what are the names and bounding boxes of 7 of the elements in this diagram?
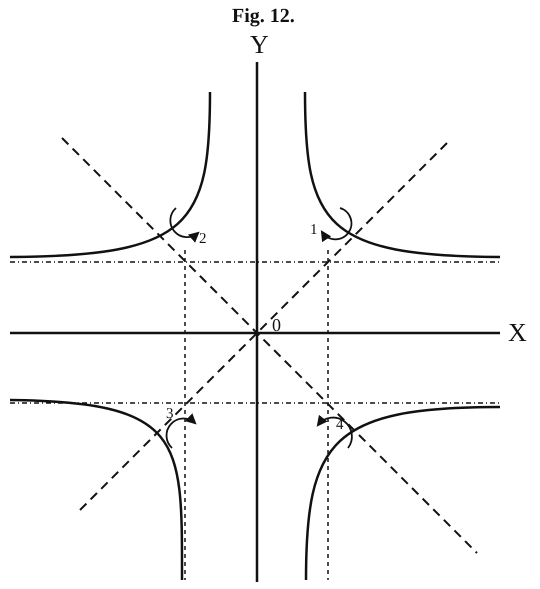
axis-label: X [508,320,527,346]
figure-title: Fig. 12. [232,6,295,26]
point-number: 2 [199,232,206,247]
point-number: 1 [310,223,318,238]
axis-label: Y [250,32,269,58]
point-number: 3 [166,407,174,422]
origin-label: 0 [272,316,281,334]
